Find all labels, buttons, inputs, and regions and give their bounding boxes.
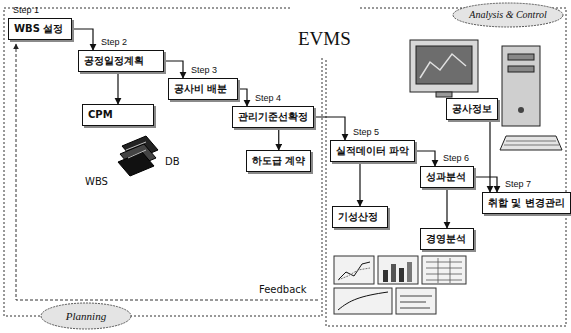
- process-box: Step 2공정일정계획: [78, 50, 164, 72]
- icon-label: WBS: [84, 176, 109, 188]
- flow-arrow: [359, 162, 360, 206]
- node-text: 경영분석: [426, 232, 468, 246]
- feedback-line: [16, 44, 318, 300]
- flow-arrow: [72, 29, 93, 50]
- node-text: 기성산정: [338, 210, 382, 224]
- step-label: Step 6: [443, 152, 469, 164]
- step-label: Step 5: [353, 126, 379, 138]
- process-box: Step 6성과분석: [420, 166, 474, 188]
- feedback-label: Feedback: [258, 284, 308, 296]
- node-text: 성과분석: [426, 170, 468, 184]
- process-box: Step 7취합 및 변경관리: [482, 192, 571, 214]
- icon-label: DB: [164, 156, 181, 168]
- process-box: 기성산정: [332, 206, 388, 228]
- step-label: Step 2: [101, 36, 127, 48]
- node-text: 실적데이터 파악: [336, 144, 409, 158]
- ellipse-shape: [453, 3, 563, 27]
- phase-ellipse: Analysis & Control: [452, 2, 564, 28]
- process-box: Step 4관리기준선확정: [232, 106, 314, 128]
- node-text: Planning: [66, 309, 106, 323]
- process-box: 하도급 계약: [246, 150, 311, 172]
- flow-arrow: [474, 177, 497, 192]
- node-text: 공정일정계획: [84, 54, 158, 68]
- flow-arrow: [117, 72, 118, 104]
- process-box: Step 1WBS 설정: [8, 18, 72, 40]
- flow-arrow: [164, 61, 183, 78]
- step-label: Step 1: [13, 4, 39, 16]
- process-box: Step 5실적데이터 파악: [330, 140, 415, 162]
- node-text: 취합 및 변경관리: [488, 196, 565, 210]
- chart-thumbnails: [334, 256, 466, 314]
- step-label: Step 3: [191, 64, 217, 76]
- flow-arrow: [489, 120, 490, 192]
- planning-region: [4, 8, 322, 316]
- diagram-title: EVMS: [298, 28, 351, 50]
- process-box: Step 3공사비 배분: [168, 78, 238, 100]
- node-text: WBS 설정: [14, 22, 66, 36]
- step-label: Step 7: [505, 178, 531, 190]
- analysis-region: [326, 8, 566, 326]
- flow-arrow: [278, 128, 279, 150]
- flow-arrow: [446, 188, 447, 228]
- node-text: 관리기준선확정: [238, 110, 308, 124]
- step-label: Step 4: [255, 92, 281, 104]
- flow-arrow: [314, 117, 345, 140]
- process-box: 공사정보: [446, 98, 498, 120]
- phase-ellipse: Planning: [40, 302, 132, 330]
- node-text: 하도급 계약: [252, 154, 305, 168]
- process-box: CPM: [82, 104, 154, 126]
- node-text: 공사정보: [452, 102, 492, 116]
- computer-illustration: [410, 40, 562, 150]
- node-text: 공사비 배분: [174, 82, 232, 96]
- flow-arrow: [415, 151, 435, 166]
- process-box: 경영분석: [420, 228, 474, 250]
- node-text: Analysis & Control: [469, 8, 546, 22]
- wbs-db-icon: [118, 136, 158, 176]
- flow-arrow: [238, 89, 247, 106]
- ellipse-shape: [41, 303, 131, 329]
- node-text: CPM: [88, 108, 148, 122]
